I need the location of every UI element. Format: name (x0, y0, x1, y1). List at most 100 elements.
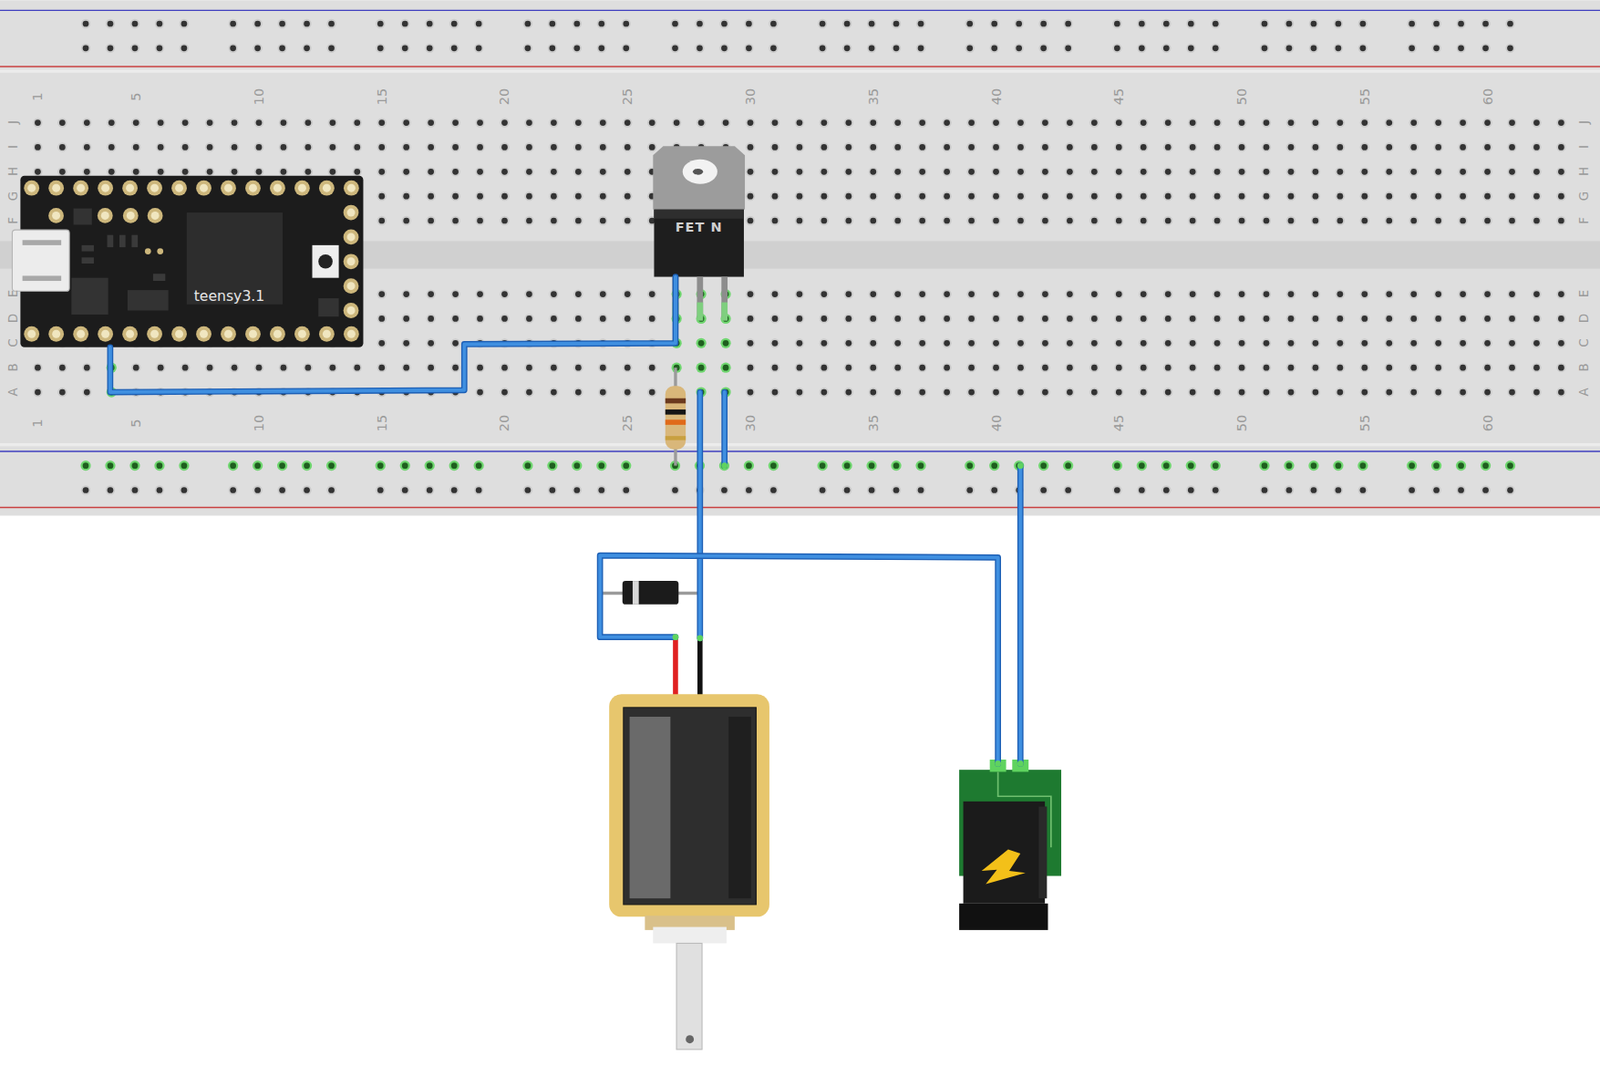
hole-part (1335, 191, 1345, 201)
hole-part (377, 362, 387, 372)
hole-part (32, 117, 42, 127)
hole-part (329, 168, 336, 176)
hole-part (1089, 117, 1099, 127)
hole-part (869, 340, 877, 347)
hole-part (550, 193, 558, 200)
hole-part (180, 142, 190, 152)
hole-part (1015, 117, 1025, 127)
hole (1163, 117, 1173, 127)
hole-part (1165, 290, 1172, 298)
hole (205, 142, 215, 152)
hole-part (992, 315, 1000, 322)
hole-part (501, 364, 508, 372)
hole-part (1017, 217, 1024, 225)
hole-part (1507, 191, 1517, 201)
hole-part (476, 364, 484, 372)
hole (81, 19, 91, 29)
hole-part (1360, 166, 1370, 176)
hole-part (1286, 216, 1296, 226)
hole-part (524, 313, 534, 323)
hole-part (1508, 315, 1516, 322)
hole-part (1312, 290, 1320, 298)
hole-part (1140, 364, 1147, 372)
hole-part (1336, 389, 1343, 396)
hole-part (82, 20, 90, 28)
hole (1310, 387, 1321, 397)
hole (1064, 362, 1074, 372)
hole (1434, 142, 1444, 152)
hole-part (1042, 193, 1049, 200)
hole-part (1237, 289, 1247, 299)
hole-part (1459, 168, 1466, 176)
hole-part (501, 193, 508, 200)
hole-part (1310, 216, 1321, 226)
hole-part (966, 142, 976, 152)
hole-part (1558, 119, 1565, 126)
hole (352, 166, 362, 176)
hole (1114, 387, 1124, 397)
hole-part (474, 166, 485, 176)
hole-part (1040, 142, 1050, 152)
hole (1212, 216, 1222, 226)
hole (474, 289, 485, 299)
hole-part (1336, 364, 1343, 372)
hole (1040, 142, 1050, 152)
hole (1335, 191, 1345, 201)
hole (105, 19, 115, 29)
hole (1482, 166, 1492, 176)
hole-part (796, 340, 804, 347)
hole-part (1288, 364, 1295, 372)
hole (844, 142, 854, 152)
hole-part (1091, 290, 1098, 298)
hole (1138, 289, 1148, 299)
hole-part (575, 119, 582, 126)
hole (1384, 216, 1394, 226)
hole-part (1531, 362, 1541, 372)
hole-part (1508, 389, 1516, 396)
hole-part (1140, 290, 1147, 298)
hole-part (794, 387, 805, 397)
hole (450, 313, 460, 323)
hole-part (598, 313, 608, 323)
hole (745, 216, 755, 226)
hole-part (131, 142, 141, 152)
hole (745, 387, 755, 397)
hole (1163, 362, 1173, 372)
hole-part (425, 216, 435, 226)
hole-part (844, 142, 854, 152)
hole-part (1115, 168, 1123, 176)
hole (1384, 166, 1394, 176)
hole (1237, 166, 1247, 176)
hole-part (1066, 193, 1074, 200)
hole (1015, 313, 1025, 323)
hole-part (1459, 364, 1466, 372)
hole (1409, 216, 1419, 226)
hole-part (548, 191, 558, 201)
hole-part (1189, 144, 1197, 151)
hole (819, 117, 829, 127)
hole-part (992, 168, 1000, 176)
hole-part (599, 290, 607, 298)
hole-part (894, 315, 901, 322)
hole-part (57, 166, 67, 176)
hole-part (745, 362, 755, 372)
hole-part (402, 191, 412, 201)
hole-part (1064, 191, 1074, 201)
hole (941, 166, 951, 176)
hole (179, 485, 189, 495)
hole-part (1114, 387, 1124, 397)
hole-part (1040, 362, 1050, 372)
hole-part (894, 340, 901, 347)
hole-part (1138, 166, 1148, 176)
hole-part (1310, 191, 1321, 201)
hole-part (1312, 144, 1320, 151)
hole (154, 43, 165, 53)
hole-part (1114, 362, 1124, 372)
hole-part (180, 117, 190, 127)
hole (918, 117, 928, 127)
hole (941, 313, 951, 323)
hole (819, 216, 829, 226)
hole-part (476, 315, 484, 322)
hole-part (918, 389, 926, 396)
hole (1335, 313, 1345, 323)
